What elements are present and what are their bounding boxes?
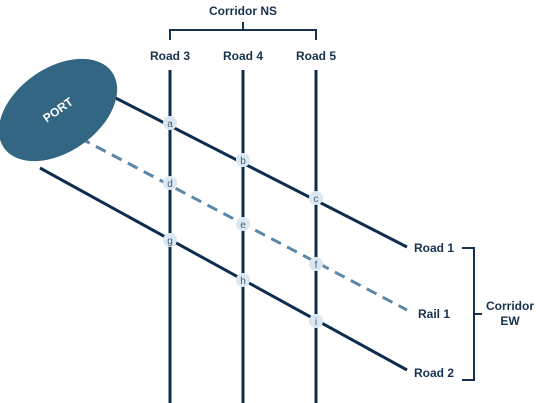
rail-1-label: Rail 1 bbox=[418, 307, 450, 321]
road-1-line bbox=[99, 88, 408, 249]
node-f: f bbox=[309, 257, 323, 271]
corridor-ew-title-line1: Corridor bbox=[486, 299, 534, 313]
corridor-ew-title-line2: EW bbox=[500, 314, 520, 328]
node-b: b bbox=[236, 153, 250, 167]
node-a-label: a bbox=[167, 119, 173, 130]
node-e: e bbox=[236, 217, 250, 231]
road-5-label: Road 5 bbox=[296, 49, 336, 63]
node-h: h bbox=[236, 273, 250, 287]
port-shape bbox=[0, 58, 118, 162]
node-f-label: f bbox=[315, 260, 318, 271]
road-1-label: Road 1 bbox=[414, 241, 454, 255]
road-4-label: Road 4 bbox=[223, 49, 263, 63]
corridor-ns-title: Corridor NS bbox=[209, 4, 277, 18]
node-a: a bbox=[163, 116, 177, 130]
node-i-label: i bbox=[315, 317, 317, 328]
node-i: i bbox=[309, 314, 323, 328]
corridor-ew-brace bbox=[462, 247, 482, 381]
node-c-label: c bbox=[314, 194, 319, 205]
node-b-label: b bbox=[240, 156, 246, 167]
road-2-label: Road 2 bbox=[414, 366, 454, 380]
corridor-ns-brace bbox=[169, 22, 317, 40]
road-2-line bbox=[39, 166, 408, 372]
port: PORT bbox=[0, 58, 118, 162]
node-c: c bbox=[309, 191, 323, 205]
node-g: g bbox=[163, 233, 177, 247]
node-d: d bbox=[163, 176, 177, 190]
node-e-label: e bbox=[240, 220, 246, 231]
node-d-label: d bbox=[167, 179, 173, 190]
road-3-label: Road 3 bbox=[150, 49, 190, 63]
node-h-label: h bbox=[240, 276, 246, 287]
node-g-label: g bbox=[167, 236, 173, 247]
